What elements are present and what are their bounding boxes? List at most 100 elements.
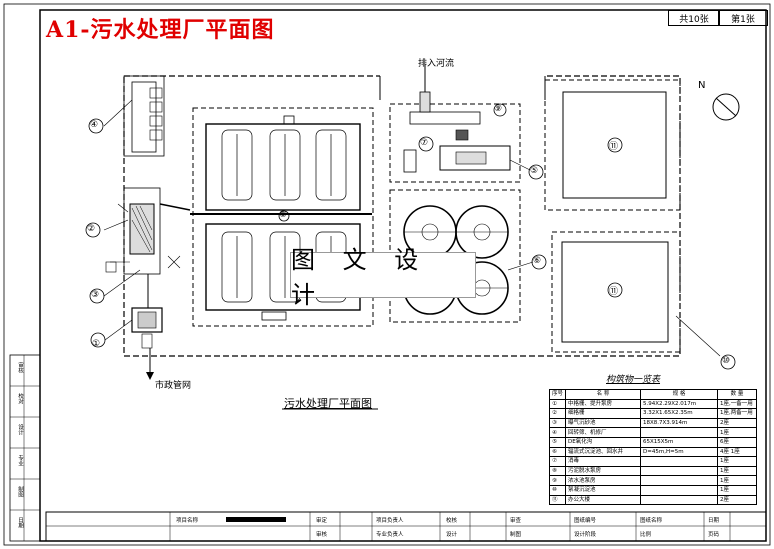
side-date: 日期 bbox=[17, 517, 23, 528]
legend-cell: 浓水池泵房 bbox=[565, 475, 642, 486]
callout-2: ② bbox=[87, 224, 96, 234]
callout-1: ① bbox=[92, 339, 101, 349]
side-review: 审核 bbox=[17, 362, 23, 373]
callout-11-south: ⑪ bbox=[609, 287, 619, 297]
legend-cell: 18X8.7X3.914m bbox=[640, 417, 719, 429]
legend-cell bbox=[640, 465, 719, 477]
tb-drawing-name: 图纸名称 bbox=[640, 518, 663, 524]
north-arrow-label: N bbox=[698, 80, 706, 91]
sheet-number: 第1张 bbox=[718, 10, 768, 26]
legend-header: 名 称 bbox=[565, 389, 642, 400]
callout-10: ⑩ bbox=[722, 356, 731, 366]
legend-cell: ⑤ bbox=[548, 436, 567, 448]
tb-check: 校核 bbox=[446, 518, 458, 524]
tb-project-name: 项目名称 bbox=[176, 518, 199, 524]
callout-9: ⑨ bbox=[494, 104, 503, 114]
tb-approve: 审定 bbox=[316, 518, 328, 524]
side-draw: 制图 bbox=[17, 486, 23, 497]
legend-cell: ⑪ bbox=[548, 494, 567, 506]
callout-5: ⑤ bbox=[530, 166, 539, 176]
tb-scale: 比例 bbox=[640, 532, 652, 538]
legend-cell: 6座 bbox=[717, 436, 758, 448]
legend-cell: ① bbox=[548, 398, 567, 410]
legend-cell: ⑦ bbox=[548, 456, 567, 467]
callout-3: ③ bbox=[91, 290, 100, 300]
legend-cell: 1座 bbox=[717, 484, 758, 496]
legend-header: 数 量 bbox=[717, 389, 758, 400]
tb-design: 设计 bbox=[446, 532, 458, 538]
legend-cell: D=45m,H=5m bbox=[640, 446, 719, 458]
side-proof: 校对 bbox=[17, 393, 23, 404]
tb-sheet: 页码 bbox=[708, 532, 720, 538]
river-outfall-label: 排入河流 bbox=[418, 59, 455, 69]
legend-cell: ⑩ bbox=[548, 484, 567, 496]
legend-cell: 消毒 bbox=[565, 456, 642, 467]
legend-cell: 1座 bbox=[717, 456, 758, 467]
legend-cell: 絮凝沉淀池 bbox=[565, 484, 642, 496]
side-design: 设计 bbox=[17, 424, 23, 435]
callout-7: ⑦ bbox=[420, 138, 429, 148]
tb-review: 审核 bbox=[316, 532, 328, 538]
legend-cell: 1座,两备一用 bbox=[717, 408, 758, 419]
legend-cell: 辐流式沉淀池、回水井 bbox=[565, 446, 642, 458]
legend-cell: 2座 bbox=[717, 417, 758, 429]
legend-cell: 1座 bbox=[717, 475, 758, 486]
legend-cell: DE氧化沟 bbox=[565, 436, 642, 448]
legend-cell: 污泥脱水泵房 bbox=[565, 465, 642, 477]
watermark-stamp: 图 文 设 计 bbox=[290, 246, 476, 309]
legend-cell bbox=[640, 484, 719, 496]
legend-cell: ⑨ bbox=[548, 475, 567, 486]
callout-6: ⑥ bbox=[533, 256, 542, 266]
legend-cell bbox=[640, 456, 719, 467]
municipal-sewer-label: 市政管网 bbox=[155, 381, 192, 391]
side-discipline: 专业 bbox=[17, 455, 23, 466]
callout-11-north: ⑪ bbox=[609, 142, 619, 152]
legend-cell: ② bbox=[548, 408, 567, 419]
legend-cell: 3.32X1.65X2.35m bbox=[640, 408, 719, 419]
tb-reviewer: 审查 bbox=[510, 518, 522, 524]
legend-cell: ③ bbox=[548, 417, 567, 429]
legend-cell: ⑧ bbox=[548, 465, 567, 477]
legend-title: 构筑物一览表 bbox=[606, 375, 661, 385]
legend-cell: 1座,一备一用 bbox=[717, 398, 758, 410]
legend-cell: 4座 1座 bbox=[717, 446, 758, 458]
legend-cell: 65X15X5m bbox=[640, 436, 719, 448]
legend-cell: ④ bbox=[548, 427, 567, 438]
legend-cell: 1座 bbox=[717, 465, 758, 477]
legend-cell bbox=[640, 494, 719, 506]
legend-cell: 曝气沉砂池 bbox=[565, 417, 642, 429]
legend-cell: 2座 bbox=[717, 494, 758, 506]
callout-8: ⑧ bbox=[279, 210, 288, 220]
legend-cell: 5.94X2.29X2.017m bbox=[640, 398, 719, 410]
legend-cell: 中格栅、提升泵房 bbox=[565, 398, 642, 410]
drawing-title: A1-污水处理厂平面图 bbox=[46, 17, 275, 43]
tb-discipline-lead: 专业负责人 bbox=[376, 532, 404, 538]
tb-drawing-no: 图纸编号 bbox=[574, 518, 597, 524]
legend-cell: 回转筛、机修厂 bbox=[565, 427, 642, 438]
legend-cell: 细格栅 bbox=[565, 408, 642, 419]
tb-project-lead: 项目负责人 bbox=[376, 518, 404, 524]
legend-header: 规 格 bbox=[640, 389, 719, 400]
callout-4: ④ bbox=[90, 120, 99, 130]
tb-stage: 设计阶段 bbox=[574, 532, 597, 538]
tb-draw: 制图 bbox=[510, 532, 522, 538]
legend-cell: ⑥ bbox=[548, 446, 567, 458]
legend-cell: 1座 bbox=[717, 427, 758, 438]
sheet-total: 共10张 bbox=[668, 10, 720, 26]
tb-date: 日期 bbox=[708, 518, 720, 524]
plan-title: 污水处理厂平面图 bbox=[284, 397, 372, 410]
legend-header: 序号 bbox=[548, 389, 567, 400]
